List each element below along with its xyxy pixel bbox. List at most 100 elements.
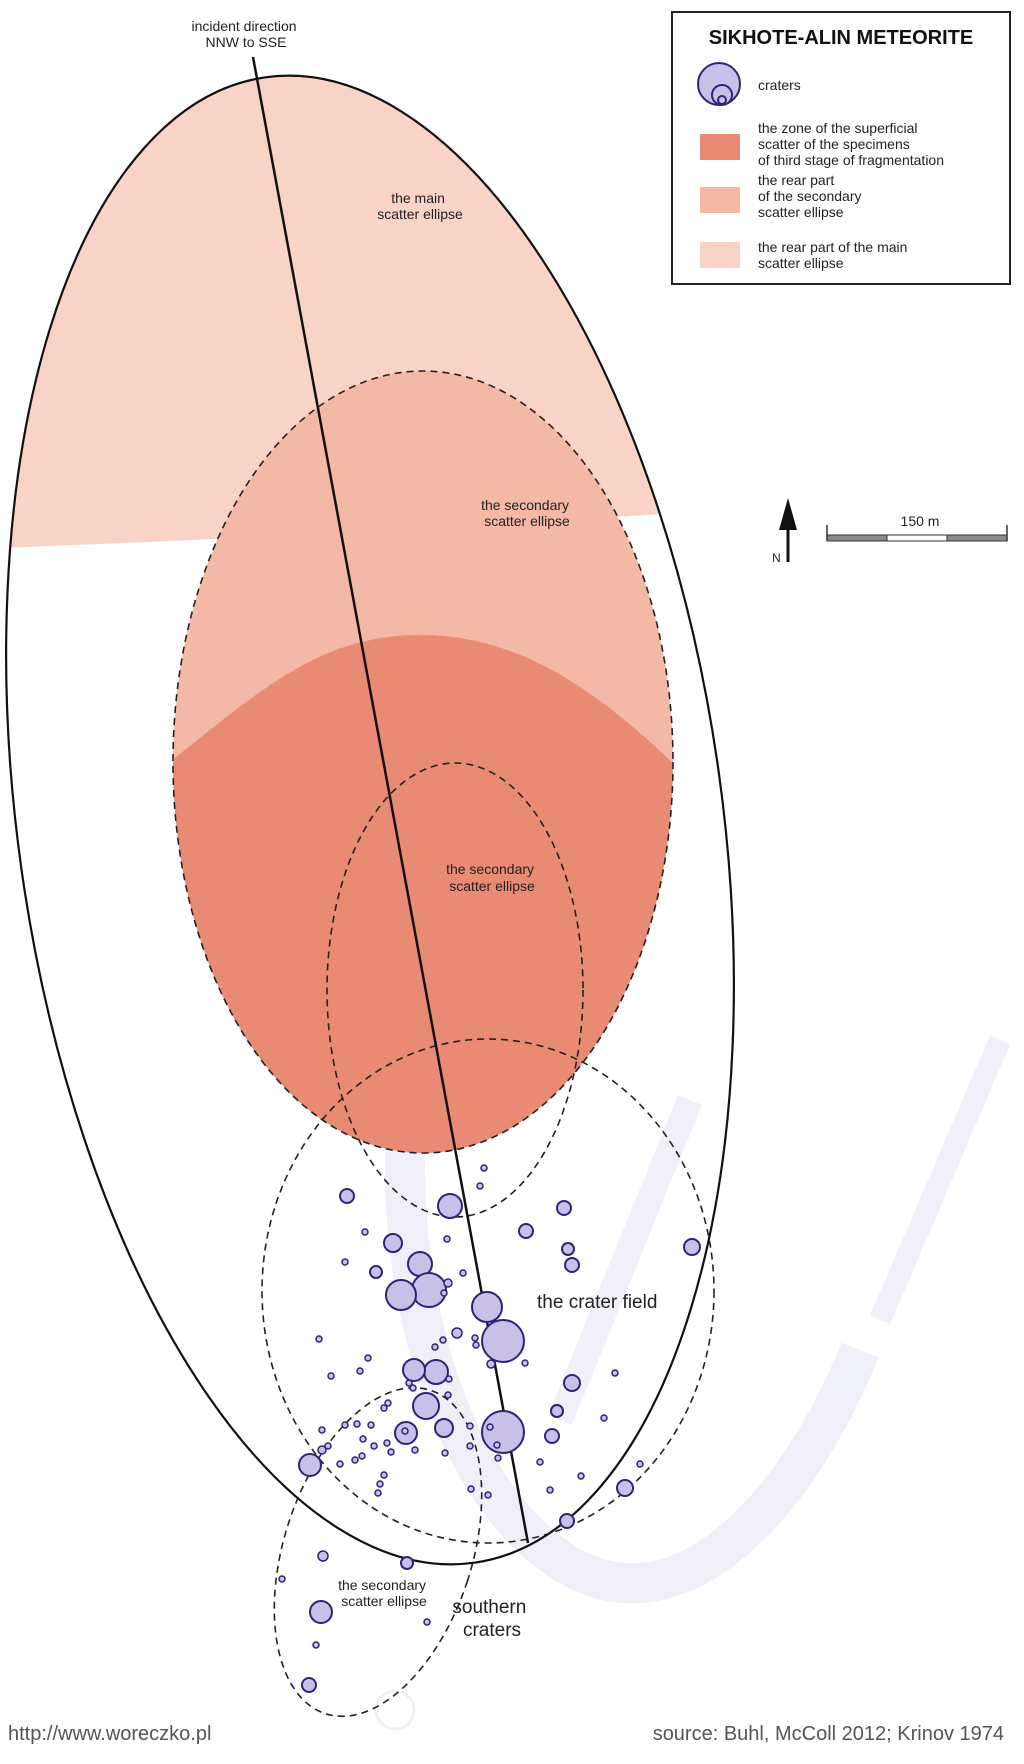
crater [467, 1485, 475, 1493]
crater [358, 1452, 366, 1460]
crater [486, 1423, 494, 1431]
crater [309, 1600, 333, 1624]
crater [411, 1446, 419, 1454]
crater [683, 1238, 701, 1256]
legend-main-rear-label: the rear part of the main scatter ellips… [758, 239, 911, 271]
crater [359, 1435, 367, 1443]
legend-swatch-main-rear [700, 242, 740, 268]
scale-label: 150 m [901, 513, 940, 529]
crater [466, 1422, 474, 1430]
legend-swatch-third-stage [700, 134, 740, 160]
crater [445, 1375, 453, 1383]
crater [556, 1200, 572, 1216]
crater [317, 1550, 329, 1562]
crater [370, 1442, 378, 1450]
crater [480, 1164, 488, 1172]
legend: SIKHOTE-ALIN METEORITE craters the zone … [671, 11, 1011, 285]
crater [387, 1448, 395, 1456]
crater [423, 1618, 431, 1626]
crater [315, 1335, 323, 1343]
southern-craters-label: southern craters [452, 1597, 531, 1641]
secondary-scatter-ellipse-south [273, 1386, 483, 1718]
crater [493, 1441, 501, 1449]
crater [356, 1367, 364, 1375]
secondary-ellipse-upper-label: the secondary scatter ellipse [481, 497, 573, 529]
main-ellipse-label: the main scatter ellipse [377, 190, 463, 222]
crater [385, 1279, 417, 1311]
crater [384, 1399, 392, 1407]
crater [476, 1182, 484, 1190]
crater [550, 1404, 564, 1418]
crater [369, 1265, 383, 1279]
crater [364, 1354, 372, 1362]
crater [431, 1343, 439, 1351]
north-arrow-icon [779, 498, 797, 562]
crater [409, 1384, 417, 1392]
crater [494, 1454, 502, 1462]
crater [440, 1289, 448, 1297]
crater [298, 1453, 322, 1477]
crater [341, 1258, 349, 1266]
legend-third-stage-label: the zone of the superficial scatter of t… [758, 120, 944, 168]
crater [383, 1233, 403, 1253]
crater [423, 1359, 449, 1385]
legend-craters-icon [697, 62, 741, 106]
crater [341, 1421, 349, 1429]
crater [412, 1392, 440, 1420]
crater [459, 1269, 467, 1277]
legend-secondary-rear-label: the rear part of the secondary scatter e… [758, 172, 865, 220]
legend-craters-label: craters [758, 77, 801, 93]
secondary-ellipse-south-label: the secondary scatter ellipse [338, 1577, 430, 1609]
crater [611, 1369, 619, 1377]
crater [301, 1677, 317, 1693]
crater [471, 1291, 503, 1323]
crater [380, 1471, 388, 1479]
crater [486, 1359, 496, 1369]
crater [443, 1278, 453, 1288]
main-scatter-ellipse [5, 74, 735, 1566]
crater [518, 1223, 534, 1239]
crater [317, 1445, 327, 1455]
crater [561, 1242, 575, 1256]
watermark [374, 1035, 1011, 1731]
crater [327, 1372, 335, 1380]
crater [563, 1374, 581, 1392]
crater [376, 1480, 384, 1488]
crater [577, 1472, 585, 1480]
crater [361, 1228, 369, 1236]
crater-field-ellipse [261, 1038, 715, 1544]
crater [434, 1418, 454, 1438]
crater [564, 1257, 580, 1273]
crater [351, 1456, 359, 1464]
north-label: N [772, 551, 781, 565]
footer-url: http://www.woreczko.pl [8, 1723, 211, 1745]
crater [481, 1319, 525, 1363]
crater [544, 1428, 560, 1444]
secondary-ellipse-zones [173, 371, 673, 1153]
crater-field-label: the crater field [537, 1292, 657, 1313]
crater [471, 1334, 479, 1342]
crater [521, 1359, 529, 1367]
crater [411, 1272, 447, 1308]
crater [336, 1460, 344, 1468]
crater [405, 1379, 413, 1387]
crater [481, 1410, 525, 1454]
crater [441, 1449, 449, 1457]
crater [402, 1358, 426, 1382]
crater [636, 1460, 644, 1468]
craters [278, 1164, 701, 1693]
crater [484, 1491, 492, 1499]
crater [536, 1458, 544, 1466]
secondary-ellipse-inner-label: the secondary scatter ellipse [446, 861, 538, 894]
crater [600, 1414, 608, 1422]
crater [318, 1426, 326, 1434]
crater [383, 1439, 391, 1447]
crater [312, 1641, 320, 1649]
crater [616, 1479, 634, 1497]
crater [444, 1391, 452, 1399]
crater [367, 1421, 375, 1429]
crater [472, 1341, 480, 1349]
crater [374, 1489, 382, 1497]
crater [339, 1188, 355, 1204]
